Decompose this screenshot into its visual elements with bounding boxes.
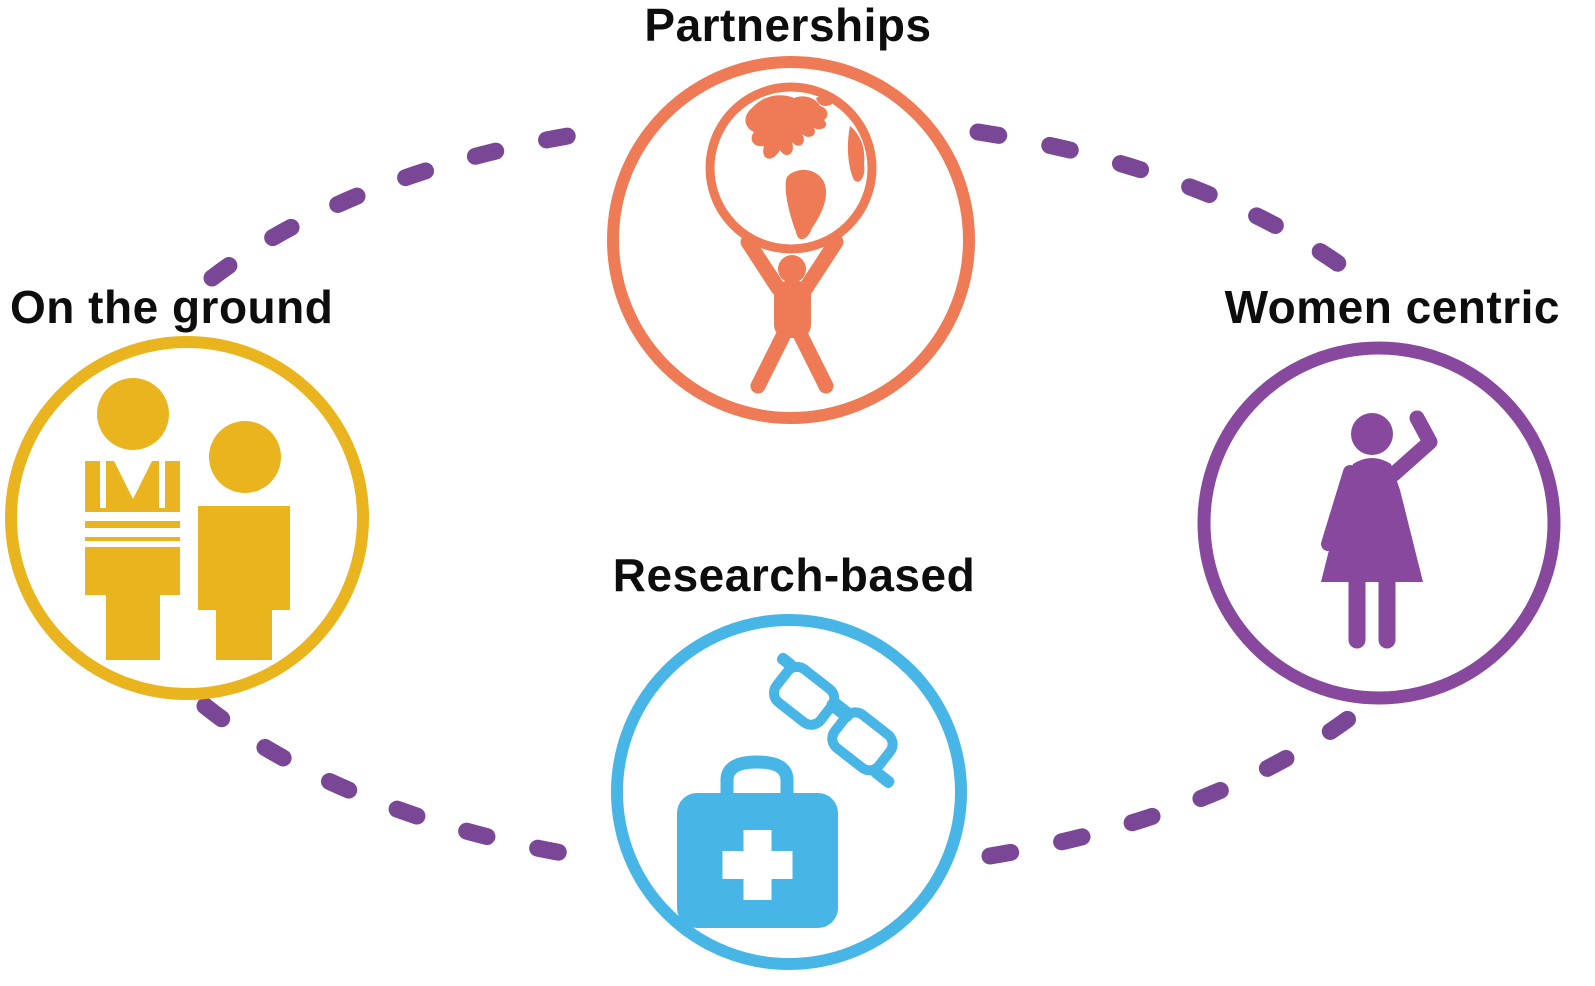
field-workers-icon: [85, 378, 290, 660]
person-head: [209, 421, 281, 493]
worker-legs: [106, 595, 160, 660]
on-the-ground-circle: [5, 336, 369, 700]
node-partnerships: [607, 56, 975, 424]
partnerships-label: Partnerships: [644, 0, 932, 51]
glasses-bridge: [826, 696, 855, 723]
woman-lowered-arm: [1321, 465, 1357, 551]
globe-north-america: [745, 95, 828, 159]
node-on-the-ground: [5, 336, 369, 700]
worker-head: [97, 378, 169, 450]
woman-waving-icon: [1321, 410, 1438, 649]
worker-hips: [85, 547, 180, 595]
eyeglasses-icon: [768, 652, 898, 789]
woman-legs: [1348, 571, 1396, 649]
vest-stripe-top: [85, 512, 180, 521]
case-handle: [720, 755, 794, 795]
glasses-right-temple: [870, 766, 895, 789]
case-cross-horizontal: [722, 851, 793, 879]
on-the-ground-label: On the ground: [10, 281, 334, 333]
person-legs: [216, 610, 272, 660]
atlas-head: [778, 255, 806, 283]
connector-arc-top-left: [203, 123, 601, 287]
woman-raised-arm: [1386, 410, 1438, 482]
connector-arcs: [196, 123, 1374, 865]
vest-vneck: [114, 461, 152, 499]
vest-seam-left: [100, 461, 106, 508]
person-holding-globe-icon: [705, 82, 877, 394]
globe-south-america: [785, 169, 827, 240]
glasses-left-lens: [768, 661, 840, 730]
glasses-right-lens: [827, 707, 898, 776]
connector-arc-bottom-left: [196, 697, 589, 865]
first-aid-kit-icon: [677, 755, 838, 928]
woman-head: [1351, 413, 1393, 455]
person-torso: [198, 506, 290, 610]
women-centric-label: Women centric: [1224, 281, 1560, 333]
vest-stripe-bottom: [85, 528, 180, 537]
globe-island: [816, 96, 832, 106]
node-research-based: [611, 614, 967, 970]
vest-seam-right: [159, 461, 165, 508]
node-women-centric: [1197, 341, 1561, 705]
atlas-limbs: [740, 234, 844, 394]
globe-east-landmass: [847, 126, 865, 182]
glasses-left-temple: [776, 652, 796, 671]
atlas-torso: [774, 281, 811, 338]
connector-arc-top-right: [969, 123, 1367, 287]
connector-arc-bottom-right: [981, 697, 1374, 865]
research-based-label: Research-based: [612, 549, 976, 601]
